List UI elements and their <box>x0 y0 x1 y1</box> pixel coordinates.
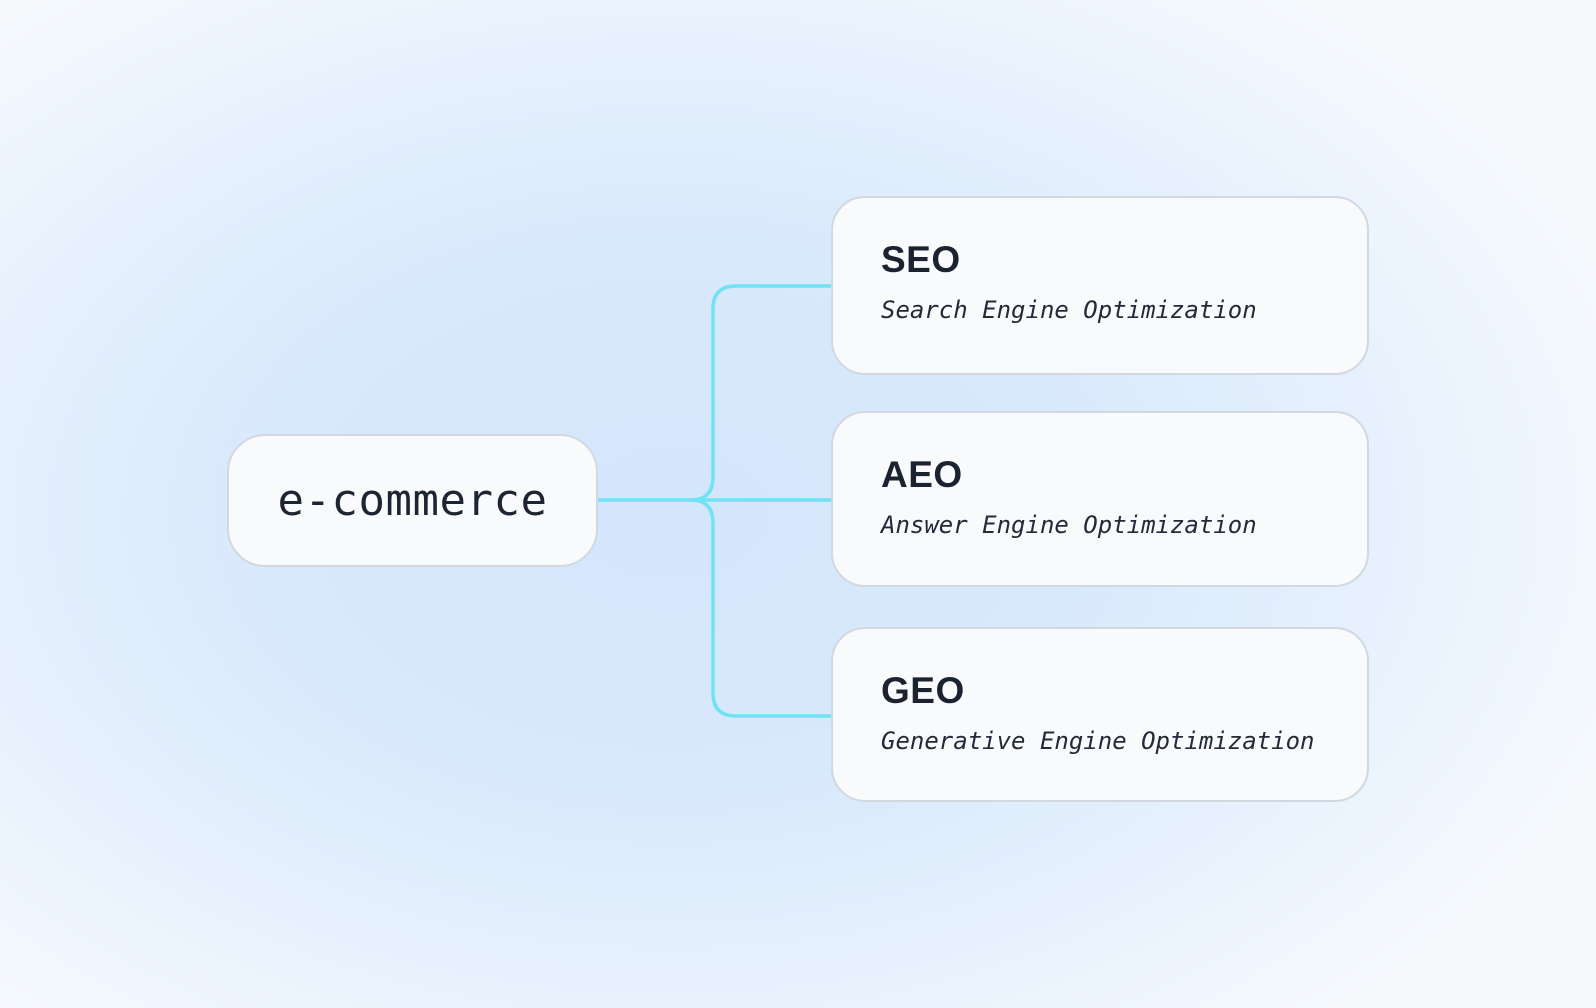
node-aeo-subtitle: Answer Engine Optimization <box>881 511 1257 540</box>
node-geo-title: GEO <box>881 670 965 711</box>
connector-to-geo <box>689 498 835 718</box>
node-seo[interactable]: SEO Search Engine Optimization <box>831 196 1369 375</box>
node-seo-subtitle: Search Engine Optimization <box>881 296 1257 325</box>
node-aeo-title: AEO <box>881 454 963 495</box>
root-node-label: e-commerce <box>277 475 548 526</box>
root-node-ecommerce[interactable]: e-commerce <box>227 434 598 567</box>
node-geo-subtitle: Generative Engine Optimization <box>881 727 1315 756</box>
node-aeo[interactable]: AEO Answer Engine Optimization <box>831 411 1369 587</box>
node-geo[interactable]: GEO Generative Engine Optimization <box>831 627 1369 802</box>
node-seo-title: SEO <box>881 239 961 280</box>
connector-to-seo <box>689 284 835 502</box>
